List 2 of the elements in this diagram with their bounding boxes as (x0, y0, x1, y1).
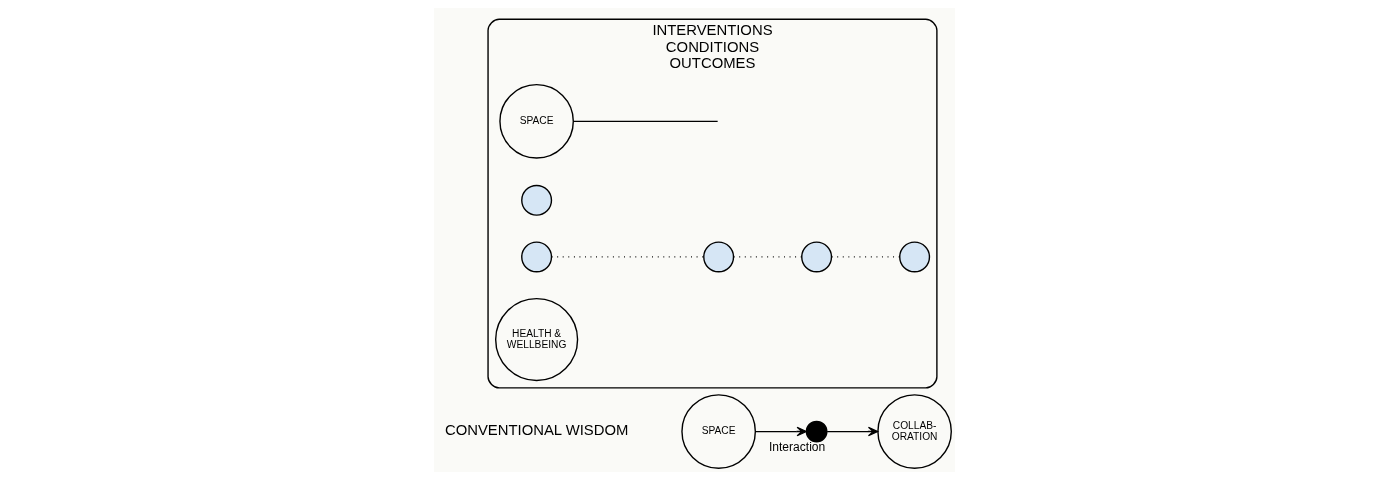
node-label: Interaction (768, 440, 826, 455)
label: CONVENTIONAL WISDOM (444, 422, 629, 439)
